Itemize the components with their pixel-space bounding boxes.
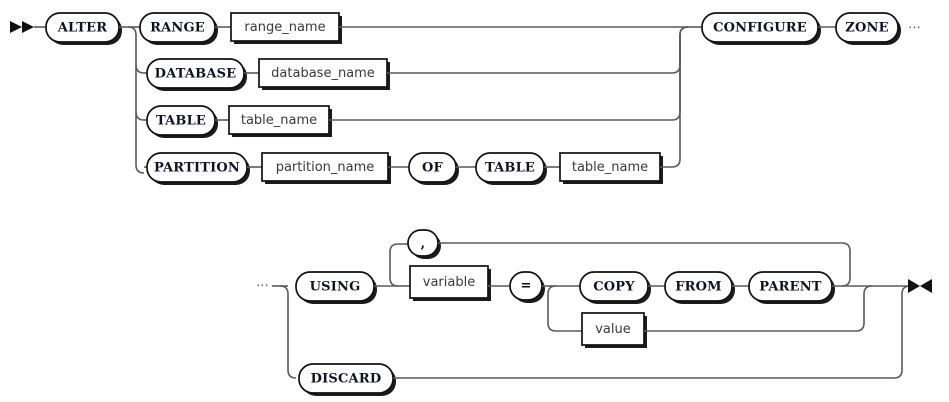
node-from[interactable]: FROM: [664, 271, 735, 304]
node-variable-label: variable: [423, 275, 475, 290]
rail-bottom-branch-spine: [279, 285, 297, 379]
rail-database-tail: [387, 26, 689, 74]
node-alter-label: ALTER: [57, 21, 108, 36]
node-table-name-label: table_name: [241, 113, 317, 128]
node-discard-label: DISCARD: [311, 372, 382, 387]
node-copy[interactable]: COPY: [579, 271, 651, 304]
node-partition-name[interactable]: partition_name: [261, 152, 391, 184]
node-range-name-label: range_name: [244, 20, 325, 35]
node-table-2-label: TABLE: [485, 161, 535, 176]
node-range-name[interactable]: range_name: [230, 12, 342, 44]
node-from-label: FROM: [675, 280, 722, 295]
node-database[interactable]: DATABASE: [146, 58, 247, 91]
node-of[interactable]: OF: [408, 152, 459, 185]
node-configure[interactable]: CONFIGURE: [701, 12, 821, 45]
node-parent[interactable]: PARENT: [748, 271, 835, 304]
node-value-label: value: [595, 322, 631, 337]
node-partition-label: PARTITION: [154, 161, 240, 176]
rail-partition-tail: [660, 26, 689, 168]
node-range-label: RANGE: [150, 21, 205, 36]
node-database-label: DATABASE: [155, 67, 237, 82]
node-copy-label: COPY: [593, 280, 635, 295]
node-zone[interactable]: ZONE: [835, 12, 901, 45]
end-marker-icon: [908, 279, 932, 293]
node-using[interactable]: USING: [295, 271, 377, 304]
node-equals-label: =: [520, 279, 531, 294]
continuation-dots-bottom-left: ⋯: [256, 279, 269, 294]
rail-comma-loop-right: [438, 242, 851, 287]
rail-branch-table: [135, 111, 145, 121]
node-equals[interactable]: =: [509, 271, 545, 303]
node-comma[interactable]: ,: [407, 229, 441, 259]
node-comma-label: ,: [421, 237, 426, 252]
node-discard[interactable]: DISCARD: [298, 363, 396, 396]
node-table-name-2-label: table_name: [572, 160, 648, 175]
rail-branch-database: [135, 64, 145, 74]
node-alter[interactable]: ALTER: [45, 12, 122, 45]
node-configure-label: CONFIGURE: [713, 21, 807, 36]
rail-split-to-value: [547, 285, 582, 332]
node-zone-label: ZONE: [845, 21, 888, 36]
node-value[interactable]: value: [581, 312, 647, 348]
node-partition[interactable]: PARTITION: [146, 152, 250, 185]
rail-branch-spine: [127, 26, 145, 174]
node-table-name-2[interactable]: table_name: [559, 152, 663, 184]
node-of-label: OF: [422, 161, 444, 176]
node-table-label: TABLE: [156, 114, 206, 129]
node-range[interactable]: RANGE: [139, 12, 218, 45]
node-table-name[interactable]: table_name: [228, 105, 332, 137]
rail-discard-tail: [393, 285, 911, 379]
node-parent-label: PARENT: [759, 280, 822, 295]
node-variable[interactable]: variable: [409, 265, 491, 301]
node-table[interactable]: TABLE: [146, 105, 218, 138]
node-using-label: USING: [310, 280, 361, 295]
node-table-2[interactable]: TABLE: [475, 152, 547, 185]
node-database-name[interactable]: database_name: [258, 58, 390, 90]
rail-value-tail: [644, 285, 873, 332]
node-partition-name-label: partition_name: [276, 160, 375, 175]
start-marker-icon: [10, 21, 34, 33]
rail-comma-loop-left: [389, 243, 408, 287]
node-database-name-label: database_name: [271, 66, 375, 81]
continuation-dots-top-right: ⋯: [908, 21, 921, 36]
